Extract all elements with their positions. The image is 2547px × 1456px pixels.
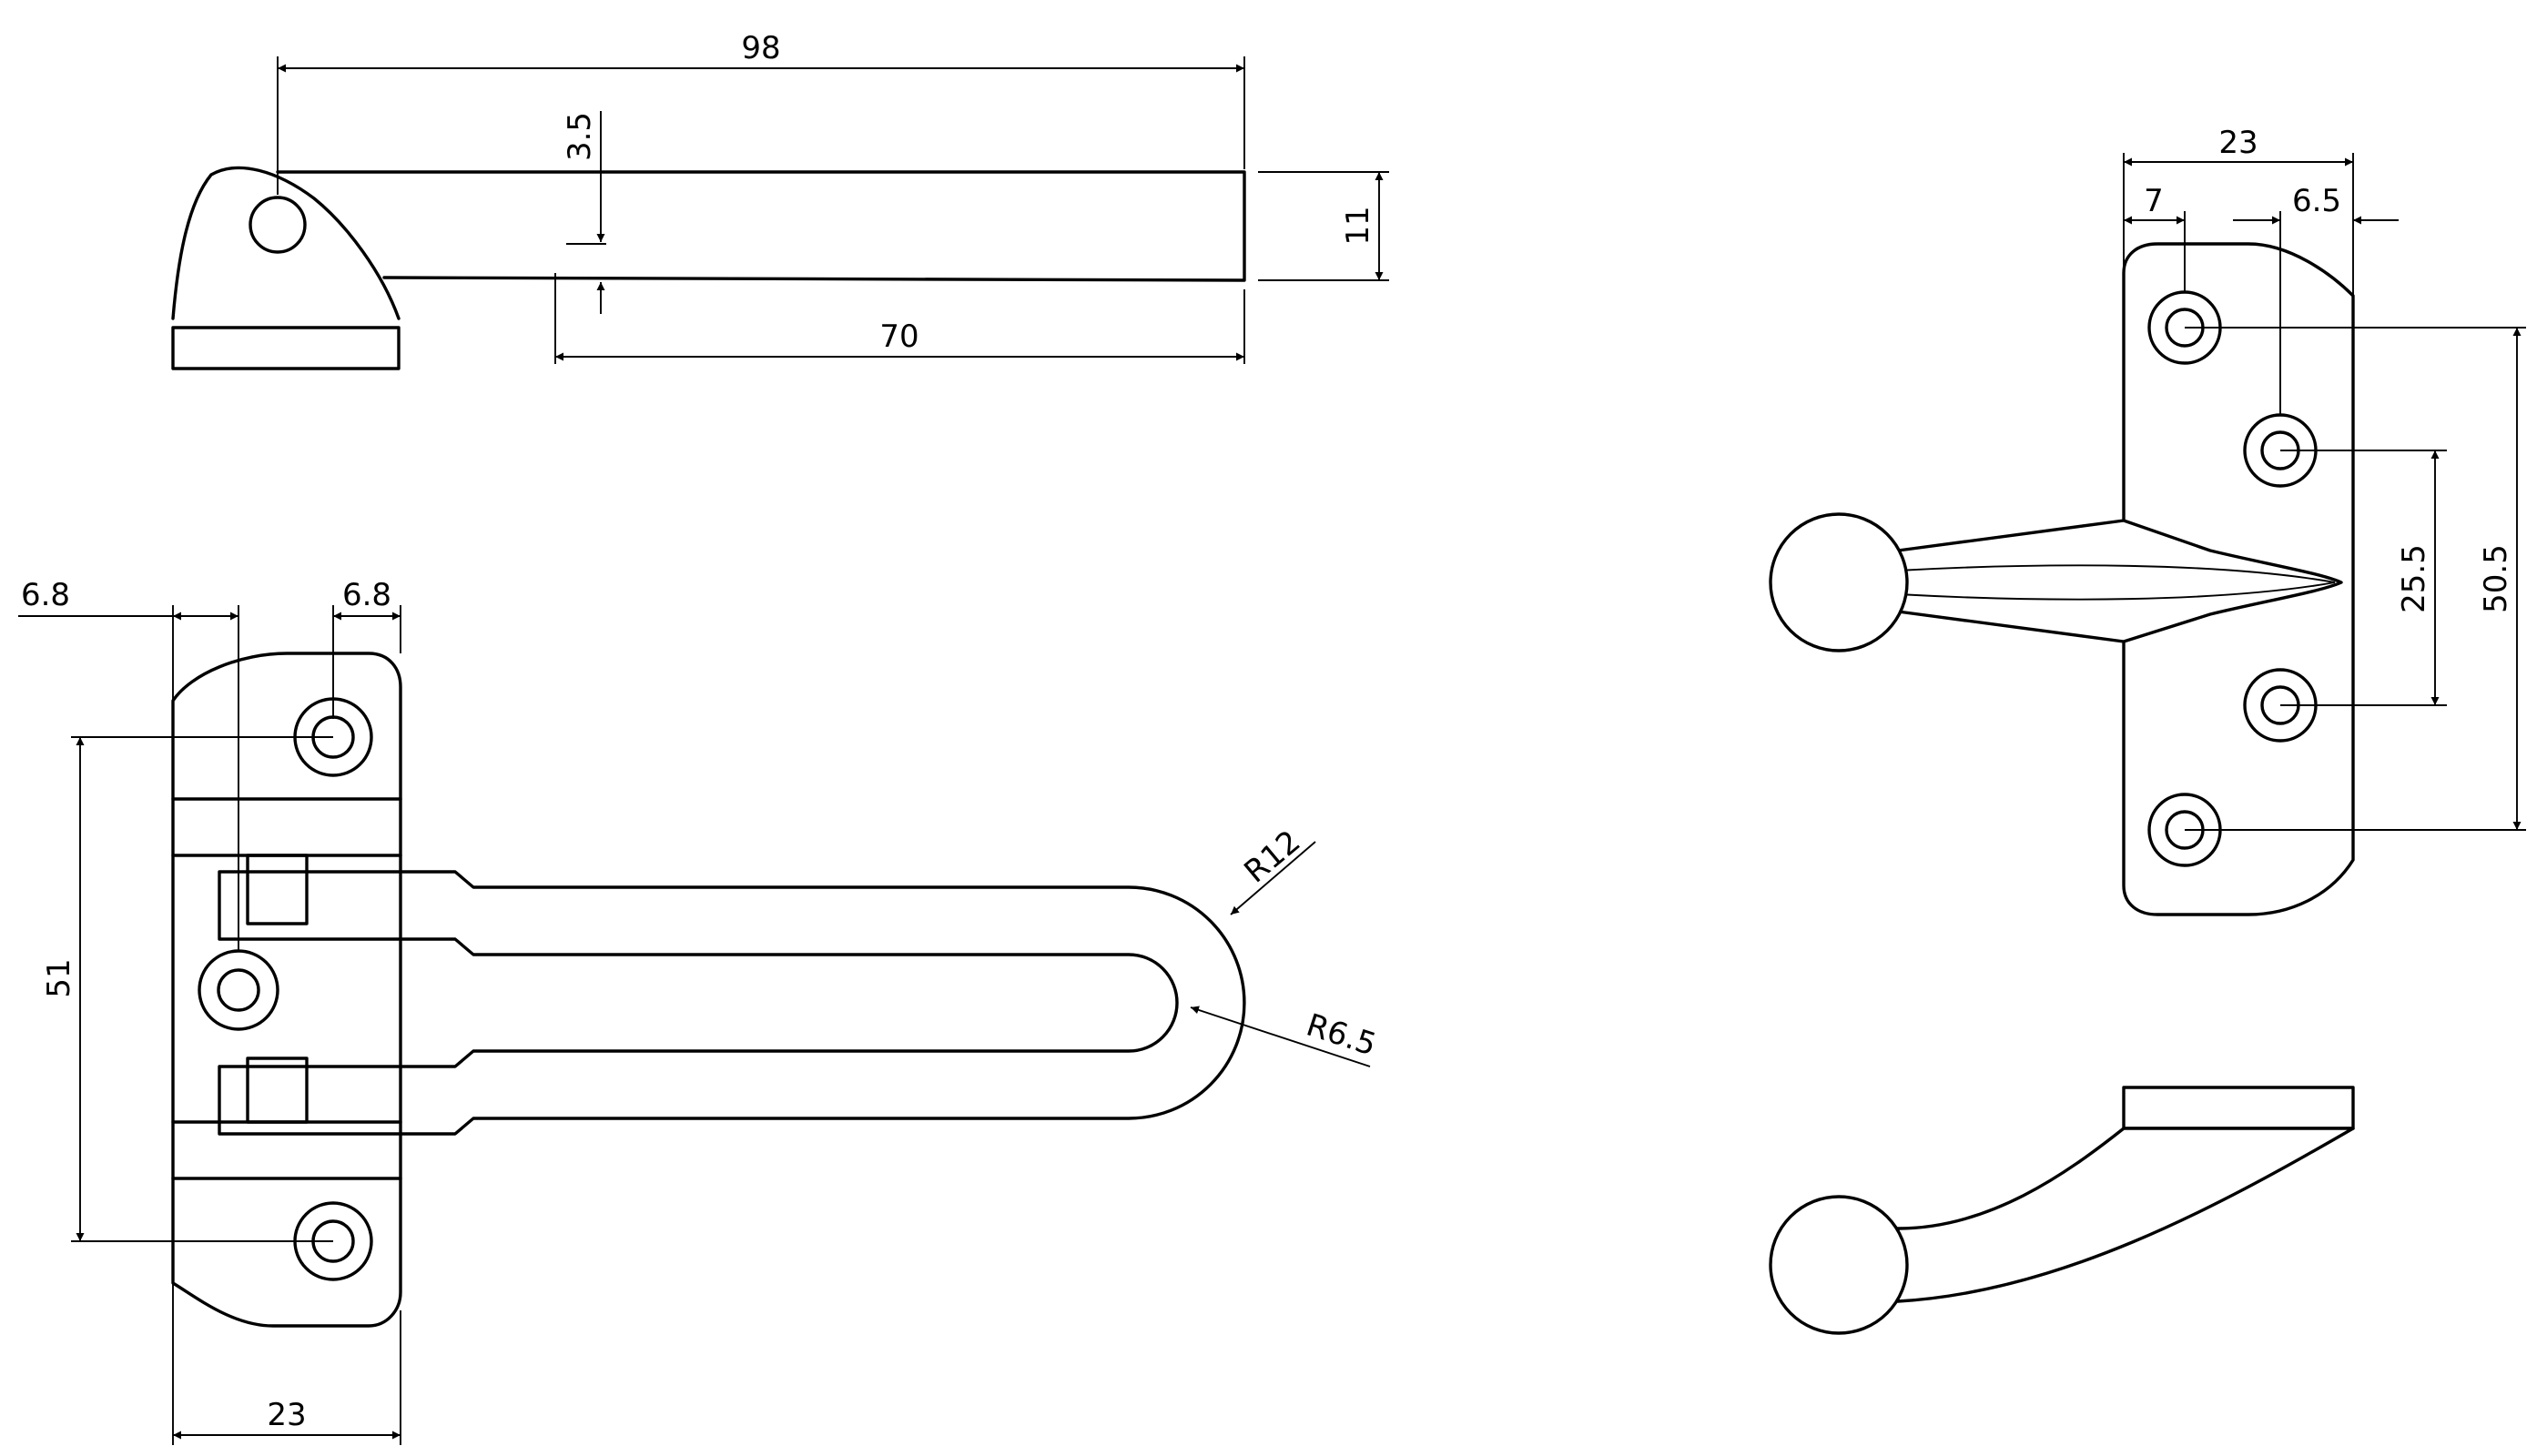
dim-3-5-label: 3.5: [562, 112, 598, 161]
dim-6-5-label: 6.5: [2292, 183, 2341, 219]
latch-plate: [2122, 242, 2355, 916]
dim-6-8-left-label: 6.8: [21, 577, 70, 613]
dim-50-5-label: 50.5: [2478, 544, 2514, 613]
pivot-hole-outer: [198, 949, 279, 1031]
mount-head: [171, 166, 401, 320]
dim-23-left-label: 23: [267, 1397, 306, 1433]
u-arm: [218, 870, 1246, 1136]
dim-11-label: 11: [1340, 206, 1376, 245]
side-plate: [2122, 1086, 2355, 1130]
r6-5-leader: [1190, 1006, 1371, 1067]
dim-7-label: 7: [2144, 183, 2164, 219]
pivot-hole-inner: [217, 968, 260, 1012]
side-arm: [1896, 1127, 2355, 1303]
mounting-plate: [171, 652, 402, 1328]
dim-98-label: 98: [741, 30, 780, 66]
dim-23-right-label: 23: [2218, 125, 2258, 161]
r12-leader: [1230, 841, 1316, 915]
dim-6-8-right-label: 6.8: [342, 577, 391, 613]
right-side-view: [1769, 1086, 2355, 1335]
pivot-hole: [249, 196, 307, 254]
left-front-view: 6.8 6.8 51 23 R12 R6.5: [18, 577, 1381, 1445]
knob-arm: [1896, 519, 2343, 643]
mount-base: [171, 326, 401, 370]
dim-25-5-label: 25.5: [2396, 544, 2432, 613]
top-side-view: 98 3.5 11 70: [171, 30, 1389, 370]
dim-51-label: 51: [41, 958, 77, 997]
right-front-view: 23 7 6.5 25.5 50.5: [1769, 125, 2526, 916]
r6-5-label: R6.5: [1302, 1007, 1380, 1064]
side-knob: [1769, 1195, 1909, 1335]
dim-70-label: 70: [879, 318, 918, 355]
arm-bar: [276, 170, 1246, 282]
r12-label: R12: [1237, 824, 1307, 891]
right-knob: [1769, 512, 1909, 652]
